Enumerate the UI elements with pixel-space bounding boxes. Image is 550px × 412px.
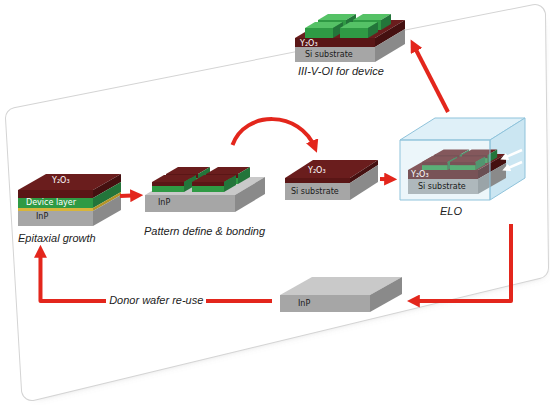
layer-label: Si substrate — [291, 187, 339, 196]
epitaxial-wafer-part — [93, 195, 121, 226]
wafer-stage: Y₂O₃ Si substrate — [280, 148, 380, 210]
wafer-stage: Y₂O₃ Si substrateELO — [392, 112, 532, 224]
si-wafer-part — [350, 165, 378, 200]
epitaxial-wafer-part — [18, 208, 93, 211]
iii-v-oi-wafer-part — [295, 47, 375, 62]
flow-arrow — [412, 224, 511, 301]
si-wafer-part — [285, 183, 350, 200]
wafer-stage: Y₂O₃ Si substrateIII-V-OI for device — [288, 0, 413, 80]
step-caption: ELO — [440, 205, 462, 218]
layer-label: Si substrate — [305, 50, 353, 59]
flow-arrow — [233, 119, 316, 148]
layer-label: Y₂O₃ — [411, 170, 429, 179]
card-part — [16, 15, 538, 390]
patterned-wafer — [145, 167, 265, 212]
edge-label: Donor wafer re-use — [106, 294, 206, 307]
donor-wafer — [280, 277, 402, 312]
layer-label: Device layer — [26, 198, 76, 207]
flow-arrow — [413, 44, 448, 112]
donor-wafer-part — [280, 295, 370, 312]
card — [16, 15, 542, 395]
step-caption: III-V-OI for device — [298, 65, 384, 78]
elo-tank-part — [506, 162, 522, 169]
patterned-wafer-part — [192, 175, 236, 192]
patterned-wafer-part — [152, 175, 196, 192]
si-wafer — [285, 160, 378, 200]
layer-label: Si substrate — [418, 182, 466, 191]
flow-arrow — [120, 193, 138, 198]
flow-arrow — [380, 177, 392, 181]
epitaxial-wafer-part — [18, 198, 93, 208]
iii-v-oi-wafer-part — [375, 29, 405, 62]
wafer-stage: InP — [272, 275, 412, 327]
epitaxial-wafer-part — [18, 190, 93, 198]
layer-label: InP — [36, 212, 48, 221]
iii-v-oi-wafer-part — [340, 22, 378, 38]
donor-wafer-part — [370, 277, 402, 312]
patterned-wafer-part — [145, 195, 235, 212]
iii-v-oi-wafer — [295, 14, 405, 62]
step-caption: Epitaxial growth — [18, 232, 96, 245]
layer-label: InP — [298, 299, 310, 308]
wafer-stage: InP Pattern define & bonding — [138, 145, 273, 240]
elo-tank-part — [400, 140, 490, 200]
iii-v-oi-wafer-part — [305, 22, 343, 38]
layer-label: Y₂O₃ — [300, 39, 318, 48]
si-wafer-part — [285, 178, 350, 183]
wafer-stage: Y₂O₃ Device layerInP Epitaxial growth — [8, 160, 120, 250]
step-caption: Pattern define & bonding — [144, 225, 265, 238]
layer-label: Y₂O₃ — [308, 166, 326, 175]
elo-tank — [400, 118, 525, 200]
iii-v-oi-wafer-part — [295, 38, 375, 47]
layer-label: InP — [158, 198, 170, 207]
epitaxial-wafer — [18, 174, 121, 226]
elo-tank-part — [504, 150, 522, 158]
card-part — [16, 15, 538, 390]
epitaxial-wafer-part — [18, 211, 93, 226]
flow-arrow — [40, 250, 272, 301]
layer-label: Y₂O₃ — [52, 176, 70, 185]
